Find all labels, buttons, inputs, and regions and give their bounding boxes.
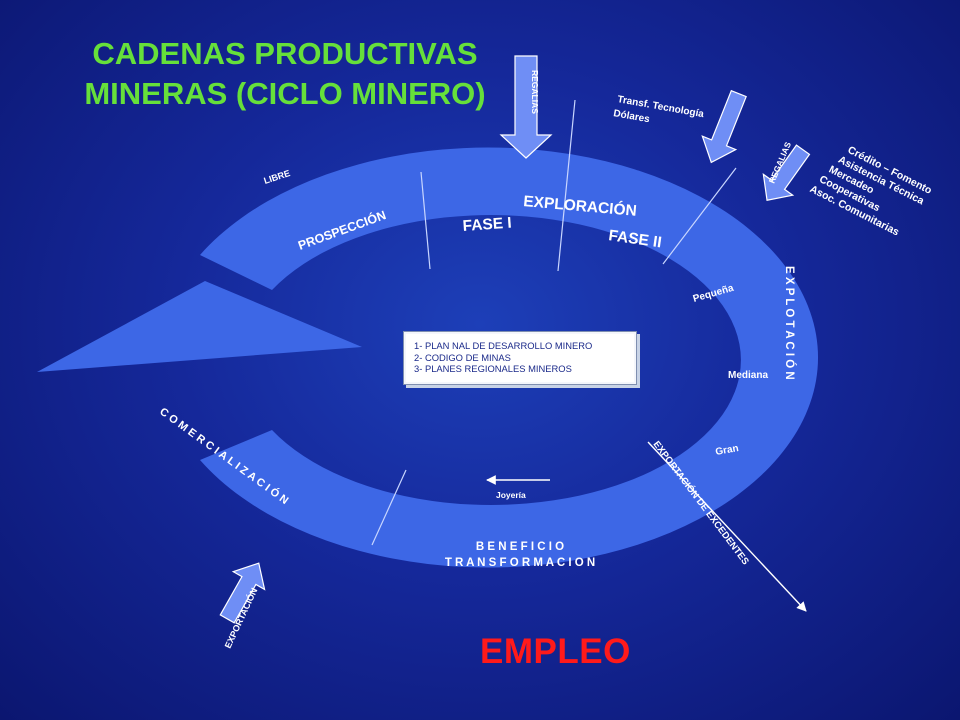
beneficio-label: B E N E F I C I O <box>476 541 564 553</box>
transformacion-label: T R A N S F O R M A C I O N <box>445 557 595 569</box>
title-line-1: CADENAS PRODUCTIVAS <box>92 36 478 71</box>
regalias-top-arrow <box>499 55 553 159</box>
cycle-return-arrow <box>37 281 362 372</box>
empleo-label: EMPLEO <box>480 632 631 671</box>
libre-label: LIBRE <box>263 168 292 186</box>
cycle-ring <box>200 147 819 568</box>
title-line-2: MINERAS (CICLO MINERO) <box>84 76 486 111</box>
plan-item-1: 1- PLAN NAL DE DESARROLLO MINERO <box>414 340 593 351</box>
gran-label: Gran <box>715 443 740 458</box>
stage-separators <box>371 99 737 546</box>
mediana-label: Mediana <box>728 370 768 381</box>
exportacion-excedentes-arrow <box>647 441 807 612</box>
dolares-label: Dólares <box>612 108 650 125</box>
regalias-right-arrow <box>762 144 811 201</box>
fase1-label: FASE I <box>462 215 512 235</box>
plans-box: 1- PLAN NAL DE DESARROLLO MINERO 2- CODI… <box>403 331 637 385</box>
explotacion-label: E X P L O T A C I Ó N <box>783 266 796 380</box>
regalias-top-label: REGALIAS <box>530 70 540 114</box>
transf-tecnologia-arrow <box>701 89 747 164</box>
page-title: CADENAS PRODUCTIVAS MINERAS (CICLO MINER… <box>60 34 510 114</box>
plan-item-3: 3- PLANES REGIONALES MINEROS <box>414 363 572 374</box>
exportacion-arrow <box>219 562 266 624</box>
plan-item-2: 2- CODIGO DE MINAS <box>414 351 511 363</box>
joyeria-label: Joyería <box>496 490 526 500</box>
